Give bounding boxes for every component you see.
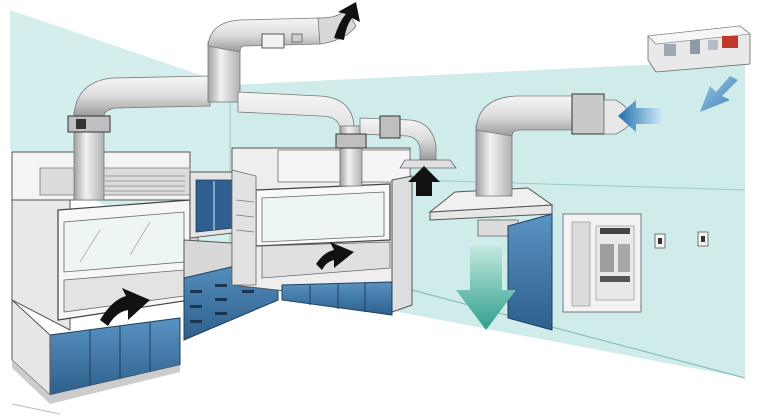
floor-edge <box>11 403 61 415</box>
green-downflow-arrow <box>456 246 516 330</box>
fume-hood-left <box>11 151 199 404</box>
airflow-arrows <box>100 2 738 330</box>
wall-switches <box>654 231 709 249</box>
air-handling-unit <box>647 25 751 73</box>
black-airflow-arrow-roof <box>334 2 360 40</box>
base-cabinet-left <box>11 298 181 404</box>
shelf-unit <box>235 199 255 233</box>
black-airflow-arrow-right-hood <box>316 242 354 270</box>
blue-supply-arrow <box>618 100 662 132</box>
exhaust-duct-system <box>67 7 457 201</box>
base-cabinet-right <box>281 281 393 316</box>
control-panel <box>562 213 642 313</box>
door-panel <box>507 213 553 331</box>
black-airflow-arrow-left-hood <box>100 288 150 326</box>
black-airflow-arrow-hood-top <box>408 166 440 196</box>
hood-left-louvers <box>105 175 185 192</box>
fume-hood-right <box>231 147 413 316</box>
dark-blue-diagonal-arrow <box>700 76 738 112</box>
